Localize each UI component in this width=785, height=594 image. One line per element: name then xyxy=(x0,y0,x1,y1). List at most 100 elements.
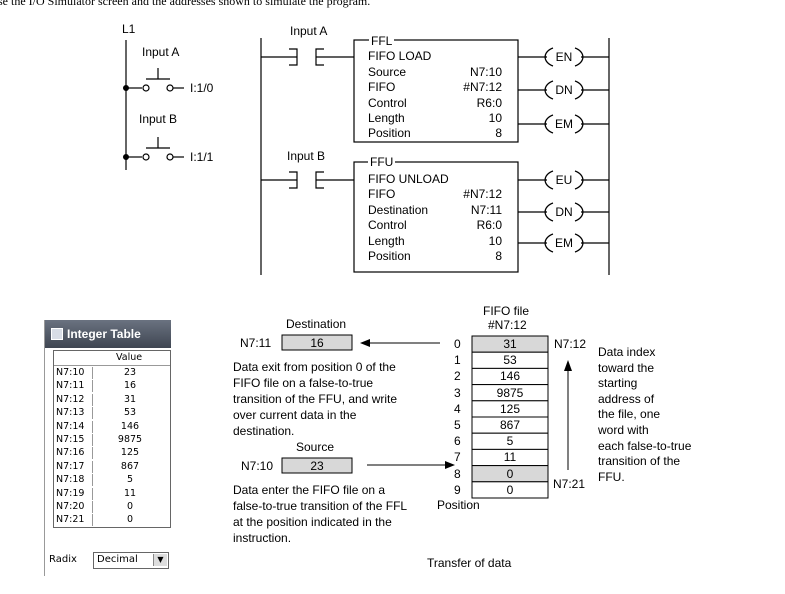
destination-title: Destination xyxy=(286,317,347,331)
table-row-address: N7:17 xyxy=(56,460,93,473)
table-row: N7:17 867 xyxy=(54,460,170,473)
index-text-line: transition of the xyxy=(598,454,681,469)
fifo-file-stack xyxy=(471,335,549,499)
value-column-header: Value xyxy=(54,351,170,366)
destination-value: 16 xyxy=(310,336,324,350)
ffl-output-en: EN xyxy=(555,50,573,64)
ffl-param-value: R6:0 xyxy=(476,95,502,110)
enter-description: Data enter the FIFO file on a false-to-tr… xyxy=(233,482,407,546)
index-text-line: starting xyxy=(598,376,638,391)
fifo-position-number: 8 xyxy=(454,466,461,481)
fifo-position-number: 0 xyxy=(454,337,461,351)
table-row-value: 867 xyxy=(120,460,140,472)
transfer-caption: Transfer of data xyxy=(427,556,512,570)
fifo-cell-value: 11 xyxy=(503,450,517,465)
fifo-position-number: 1 xyxy=(454,353,461,368)
index-text-line: each false-to-true xyxy=(598,438,692,453)
fifo-cell xyxy=(471,481,549,499)
ffu-param-label: Destination xyxy=(368,202,429,217)
ffu-block-title: FFU xyxy=(368,155,396,169)
table-row-address: N7:20 xyxy=(56,500,93,513)
fifo-cell-value: 146 xyxy=(499,369,521,384)
ffu-param-value: R6:0 xyxy=(476,218,502,233)
radix-select[interactable]: Decimal ▼ xyxy=(93,552,169,569)
fifo-start-address: N7:12 xyxy=(554,337,587,351)
ffl-param-value: 8 xyxy=(495,126,502,141)
table-row-value: 5 xyxy=(126,474,134,486)
input-b-address: I:1/1 xyxy=(190,150,214,164)
ffu-param-value: 8 xyxy=(495,249,502,264)
table-row-address: N7:11 xyxy=(56,380,93,393)
fifo-position-number: 9 xyxy=(454,482,461,497)
ffu-output-em: EM xyxy=(555,236,573,250)
fifo-position-number: 6 xyxy=(454,434,461,449)
ffu-param-value: N7:11 xyxy=(470,202,502,217)
fifo-position-number: 5 xyxy=(454,418,461,432)
index-text-line: FFU. xyxy=(598,469,625,484)
radix-control: Radix Decimal ▼ xyxy=(49,552,169,569)
ffl-param-value: N7:10 xyxy=(469,65,502,79)
radix-label: Radix xyxy=(49,554,77,565)
ffl-block-subtitle: FIFO LOAD xyxy=(368,49,432,63)
chevron-down-icon[interactable]: ▼ xyxy=(153,554,167,566)
fifo-cell-value: 31 xyxy=(503,337,517,351)
fifo-cell-value: 867 xyxy=(499,418,521,432)
fifo-cell-value: 125 xyxy=(499,401,521,416)
table-row-value: 146 xyxy=(120,420,140,432)
table-row-value: 31 xyxy=(123,393,137,405)
table-row-address: N7:10 xyxy=(56,367,93,379)
table-window-icon xyxy=(51,328,63,340)
ffu-param-label: Position xyxy=(368,249,411,264)
destination-address: N7:11 xyxy=(240,336,272,350)
exit-text-line: FIFO file on a false-to-true xyxy=(233,376,374,390)
ffl-param-value: 10 xyxy=(488,110,502,125)
ffl-param-value: #N7:12 xyxy=(463,80,502,95)
table-row: N7:20 0 xyxy=(54,500,170,513)
fifo-address-title: #N7:12 xyxy=(488,318,527,332)
fifo-cell-value: 0 xyxy=(506,466,514,481)
table-row-address: N7:13 xyxy=(56,407,93,420)
integer-table-titlebar[interactable]: Integer Table xyxy=(45,320,171,348)
enter-text-line: at the position indicated in the xyxy=(233,515,392,529)
fifo-cell-value: 0 xyxy=(506,482,514,497)
exit-text-line: destination. xyxy=(233,424,295,438)
ffl-param-label: Length xyxy=(368,110,405,125)
ffl-block-title: FFL xyxy=(369,34,395,48)
ffl-ffu-ladder xyxy=(260,38,610,275)
enter-text-line: Data enter the FIFO file on a xyxy=(233,483,386,497)
ffu-param-label: Control xyxy=(368,218,407,233)
ffl-param-label: FIFO xyxy=(368,80,396,95)
exit-text-line: over current data in the xyxy=(233,408,357,422)
input-b-label: Input B xyxy=(139,112,178,126)
fifo-position-number: 3 xyxy=(454,385,461,400)
rail-label: L1 xyxy=(122,22,136,36)
table-row-address: N7:21 xyxy=(56,514,93,527)
exit-text-line: transition of the FFU, and write xyxy=(233,392,398,406)
enter-text-line: false-to-true transition of the FFL xyxy=(233,499,408,513)
index-text-line: the file, one xyxy=(598,407,661,422)
radix-value: Decimal xyxy=(97,554,138,565)
ffu-param-label: Length xyxy=(368,233,405,248)
index-text-line: address of xyxy=(598,391,655,406)
source-value: 23 xyxy=(310,459,324,473)
table-row-value: 16 xyxy=(123,380,137,392)
ffu-param-label: FIFO xyxy=(368,187,396,201)
exit-text-line: Data exit from position 0 of the xyxy=(233,360,396,374)
ffu-block-subtitle: FIFO UNLOAD xyxy=(368,172,449,186)
fifo-cell-value: 53 xyxy=(503,353,517,368)
table-row-value: 0 xyxy=(126,500,134,512)
fifo-position-number: 4 xyxy=(454,401,461,416)
transfer-section xyxy=(281,334,572,499)
ffl-output-em: EM xyxy=(555,117,573,131)
ffu-param-value: 10 xyxy=(488,233,502,248)
index-text-line: toward the xyxy=(598,360,655,375)
index-text-line: word with xyxy=(598,422,649,437)
